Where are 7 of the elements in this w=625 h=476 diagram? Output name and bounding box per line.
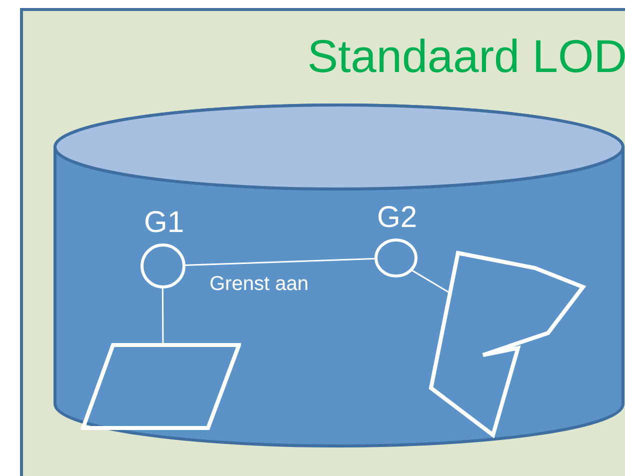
connector-line — [184, 258, 376, 266]
connector-line — [162, 287, 164, 345]
panel — [20, 8, 625, 476]
title: Standaard LOD — [307, 33, 625, 79]
node-label: G2 — [376, 203, 418, 233]
node-label: G1 — [142, 208, 186, 238]
connector-line — [410, 269, 450, 294]
